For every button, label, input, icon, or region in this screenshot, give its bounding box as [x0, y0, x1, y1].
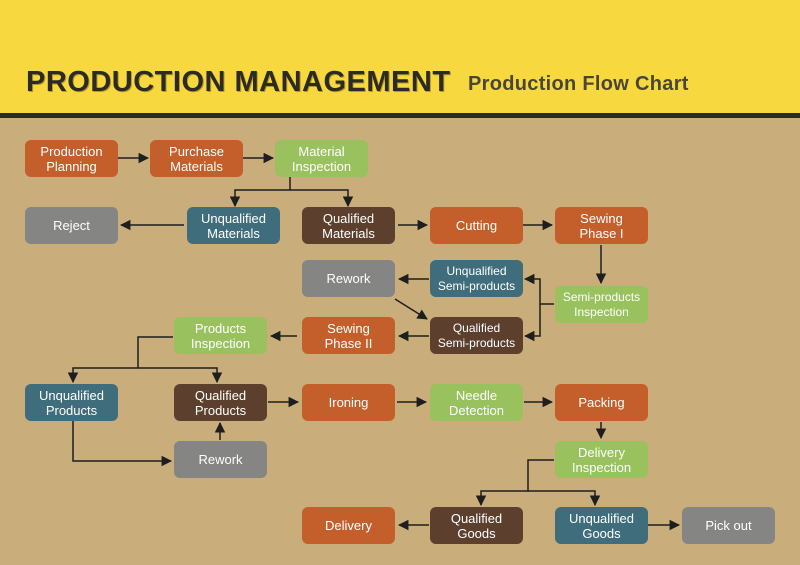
arrow-unqualified-products-to-rework	[72, 421, 173, 467]
arrow-rework-to-qualified-semi	[394, 298, 428, 320]
node-sewing-phase-2: Sewing Phase II	[302, 317, 395, 354]
arrow-products-inspection-to-unqualified-products	[67, 336, 173, 384]
arrow-inspection-to-unqualified-materials	[229, 177, 291, 208]
node-rework-products: Rework	[174, 441, 267, 478]
node-delivery-inspection: Delivery Inspection	[555, 441, 648, 478]
node-unqualified-goods: Unqualified Goods	[555, 507, 648, 544]
node-cutting: Cutting	[430, 207, 523, 244]
header-divider	[0, 113, 800, 118]
node-pick-out: Pick out	[682, 507, 775, 544]
node-qualified-products: Qualified Products	[174, 384, 267, 421]
arrow-delivery-inspection-to-qualified-goods	[475, 459, 554, 507]
arrow-delivery-inspection-to-unqualified-goods	[528, 490, 601, 507]
node-unqualified-products: Unqualified Products	[25, 384, 118, 421]
node-unqualified-materials: Unqualified Materials	[187, 207, 280, 244]
node-reject: Reject	[25, 207, 118, 244]
arrow-semi-inspection-to-qualified-semi	[523, 304, 541, 342]
arrow-semi-inspection-to-unqualified-semi	[523, 273, 554, 305]
node-packing: Packing	[555, 384, 648, 421]
node-products-inspection: Products Inspection	[174, 317, 267, 354]
node-sewing-phase-1: Sewing Phase I	[555, 207, 648, 244]
node-unqualified-semi-products: Unqualified Semi-products	[430, 260, 523, 297]
node-needle-detection: Needle Detection	[430, 384, 523, 421]
page-subtitle: Production Flow Chart	[468, 73, 689, 95]
arrow-products-inspection-to-qualified-products	[138, 367, 223, 384]
header-banner	[0, 0, 800, 113]
node-qualified-goods: Qualified Goods	[430, 507, 523, 544]
node-qualified-semi-products: Qualified Semi-products	[430, 317, 523, 354]
node-rework-semi: Rework	[302, 260, 395, 297]
arrow-inspection-to-qualified-materials	[290, 189, 354, 208]
node-delivery: Delivery	[302, 507, 395, 544]
node-semi-products-inspection: Semi-products Inspection	[555, 286, 648, 323]
node-ironing: Ironing	[302, 384, 395, 421]
node-production-planning: Production Planning	[25, 140, 118, 177]
node-material-inspection: Material Inspection	[275, 140, 368, 177]
node-qualified-materials: Qualified Materials	[302, 207, 395, 244]
page-title: PRODUCTION MANAGEMENT	[26, 66, 451, 98]
node-purchase-materials: Purchase Materials	[150, 140, 243, 177]
